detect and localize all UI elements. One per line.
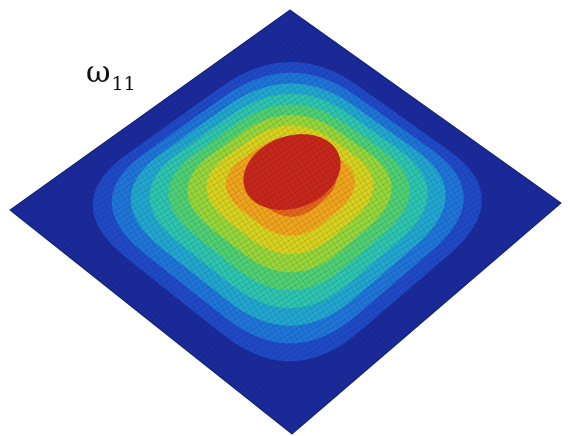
plate-edge (9, 9, 562, 435)
mode-label-symbol: ω (86, 55, 111, 90)
mode-label-subscript: 11 (111, 73, 136, 95)
mode-label: ω11 (86, 55, 136, 94)
mesh-overlay (10, 10, 561, 434)
